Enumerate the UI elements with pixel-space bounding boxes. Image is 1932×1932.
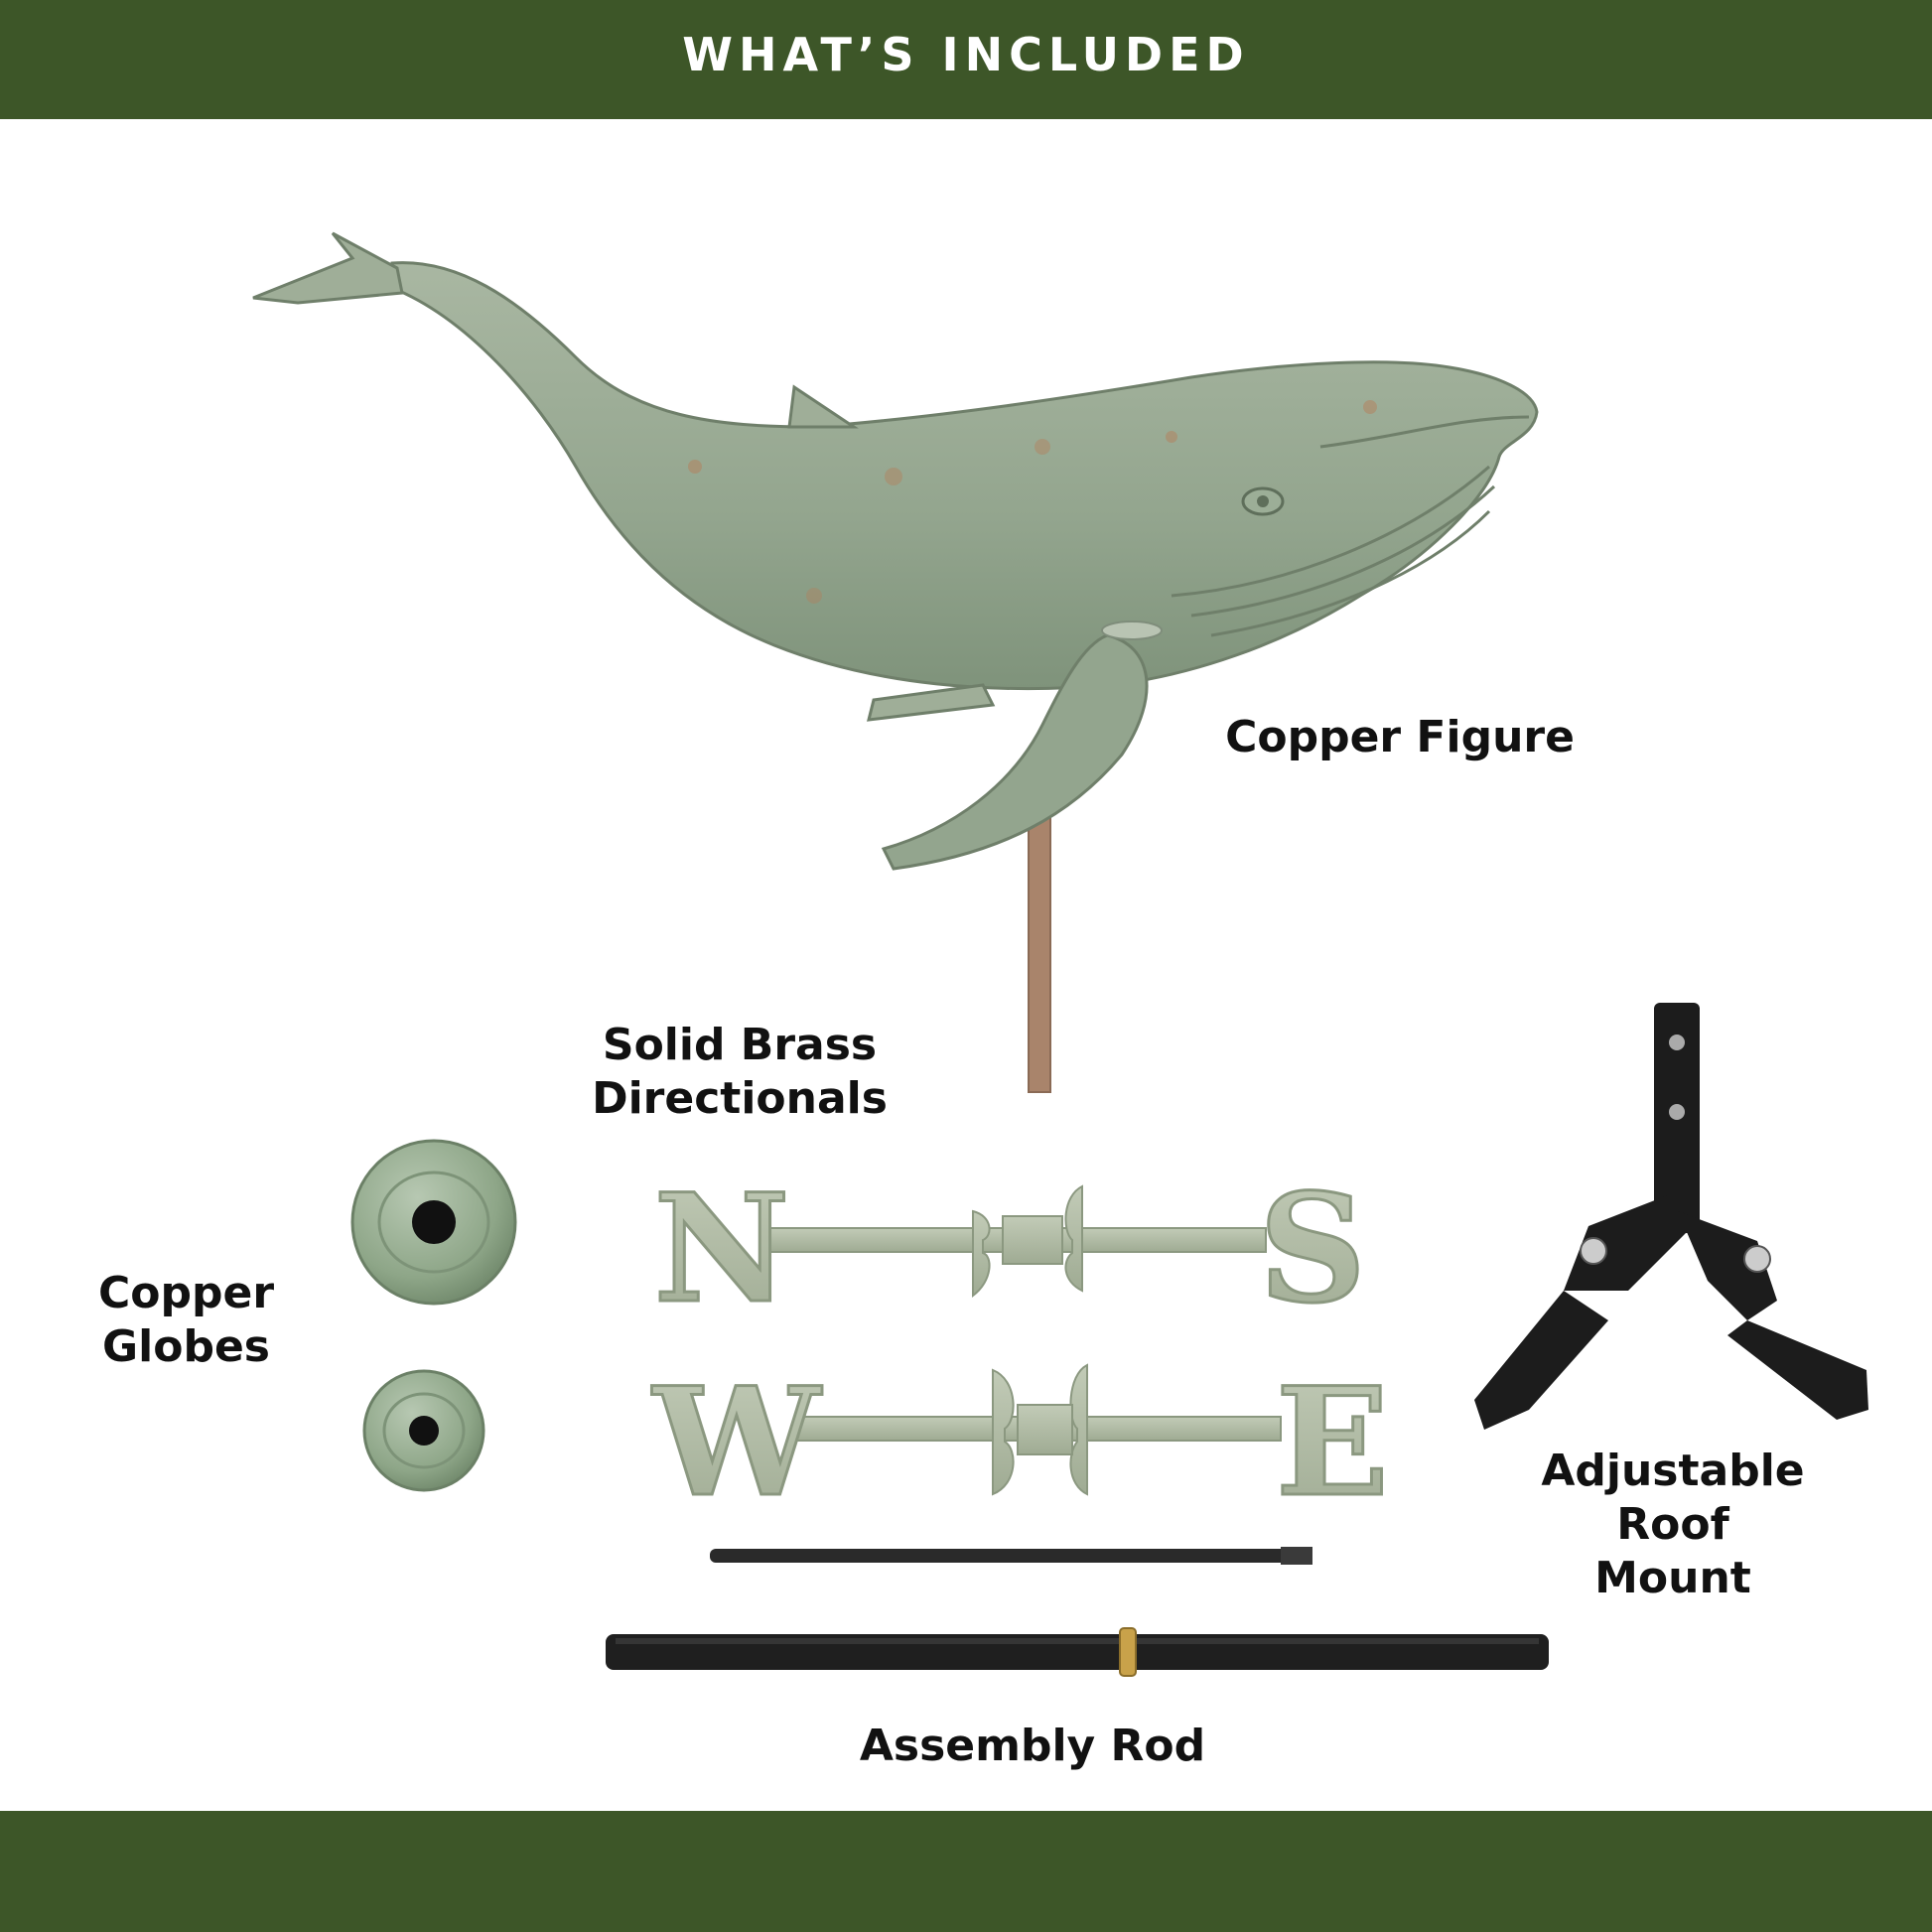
page-title: WHAT’S INCLUDED — [682, 28, 1250, 81]
footer-band — [0, 1811, 1932, 1932]
letter-n: N — [653, 1162, 789, 1336]
assembly-rod-label: Assembly Rod — [859, 1721, 1206, 1771]
rod-icon — [606, 1627, 1549, 1677]
copper-globes-label: Copper Globes — [97, 1268, 275, 1372]
roof-mount-icon — [1474, 1003, 1868, 1430]
rod-icon — [710, 1547, 1312, 1565]
copper-figure-label: Copper Figure — [1225, 712, 1575, 762]
letter-s: S — [1259, 1162, 1366, 1336]
letter-w: W — [651, 1355, 823, 1530]
directionals-label: Solid Brass Directionals — [592, 1020, 888, 1124]
copper-globe-icon — [362, 1369, 485, 1492]
header-band: WHAT’S INCLUDED — [0, 0, 1932, 119]
letter-e: E — [1276, 1355, 1389, 1530]
whale-figure-icon — [252, 231, 1539, 1093]
copper-globe-icon — [350, 1139, 517, 1306]
roof-mount-label: Adjustable Roof Mount — [1541, 1446, 1805, 1603]
directional-letters-icon: N S W E — [649, 1161, 1390, 1532]
